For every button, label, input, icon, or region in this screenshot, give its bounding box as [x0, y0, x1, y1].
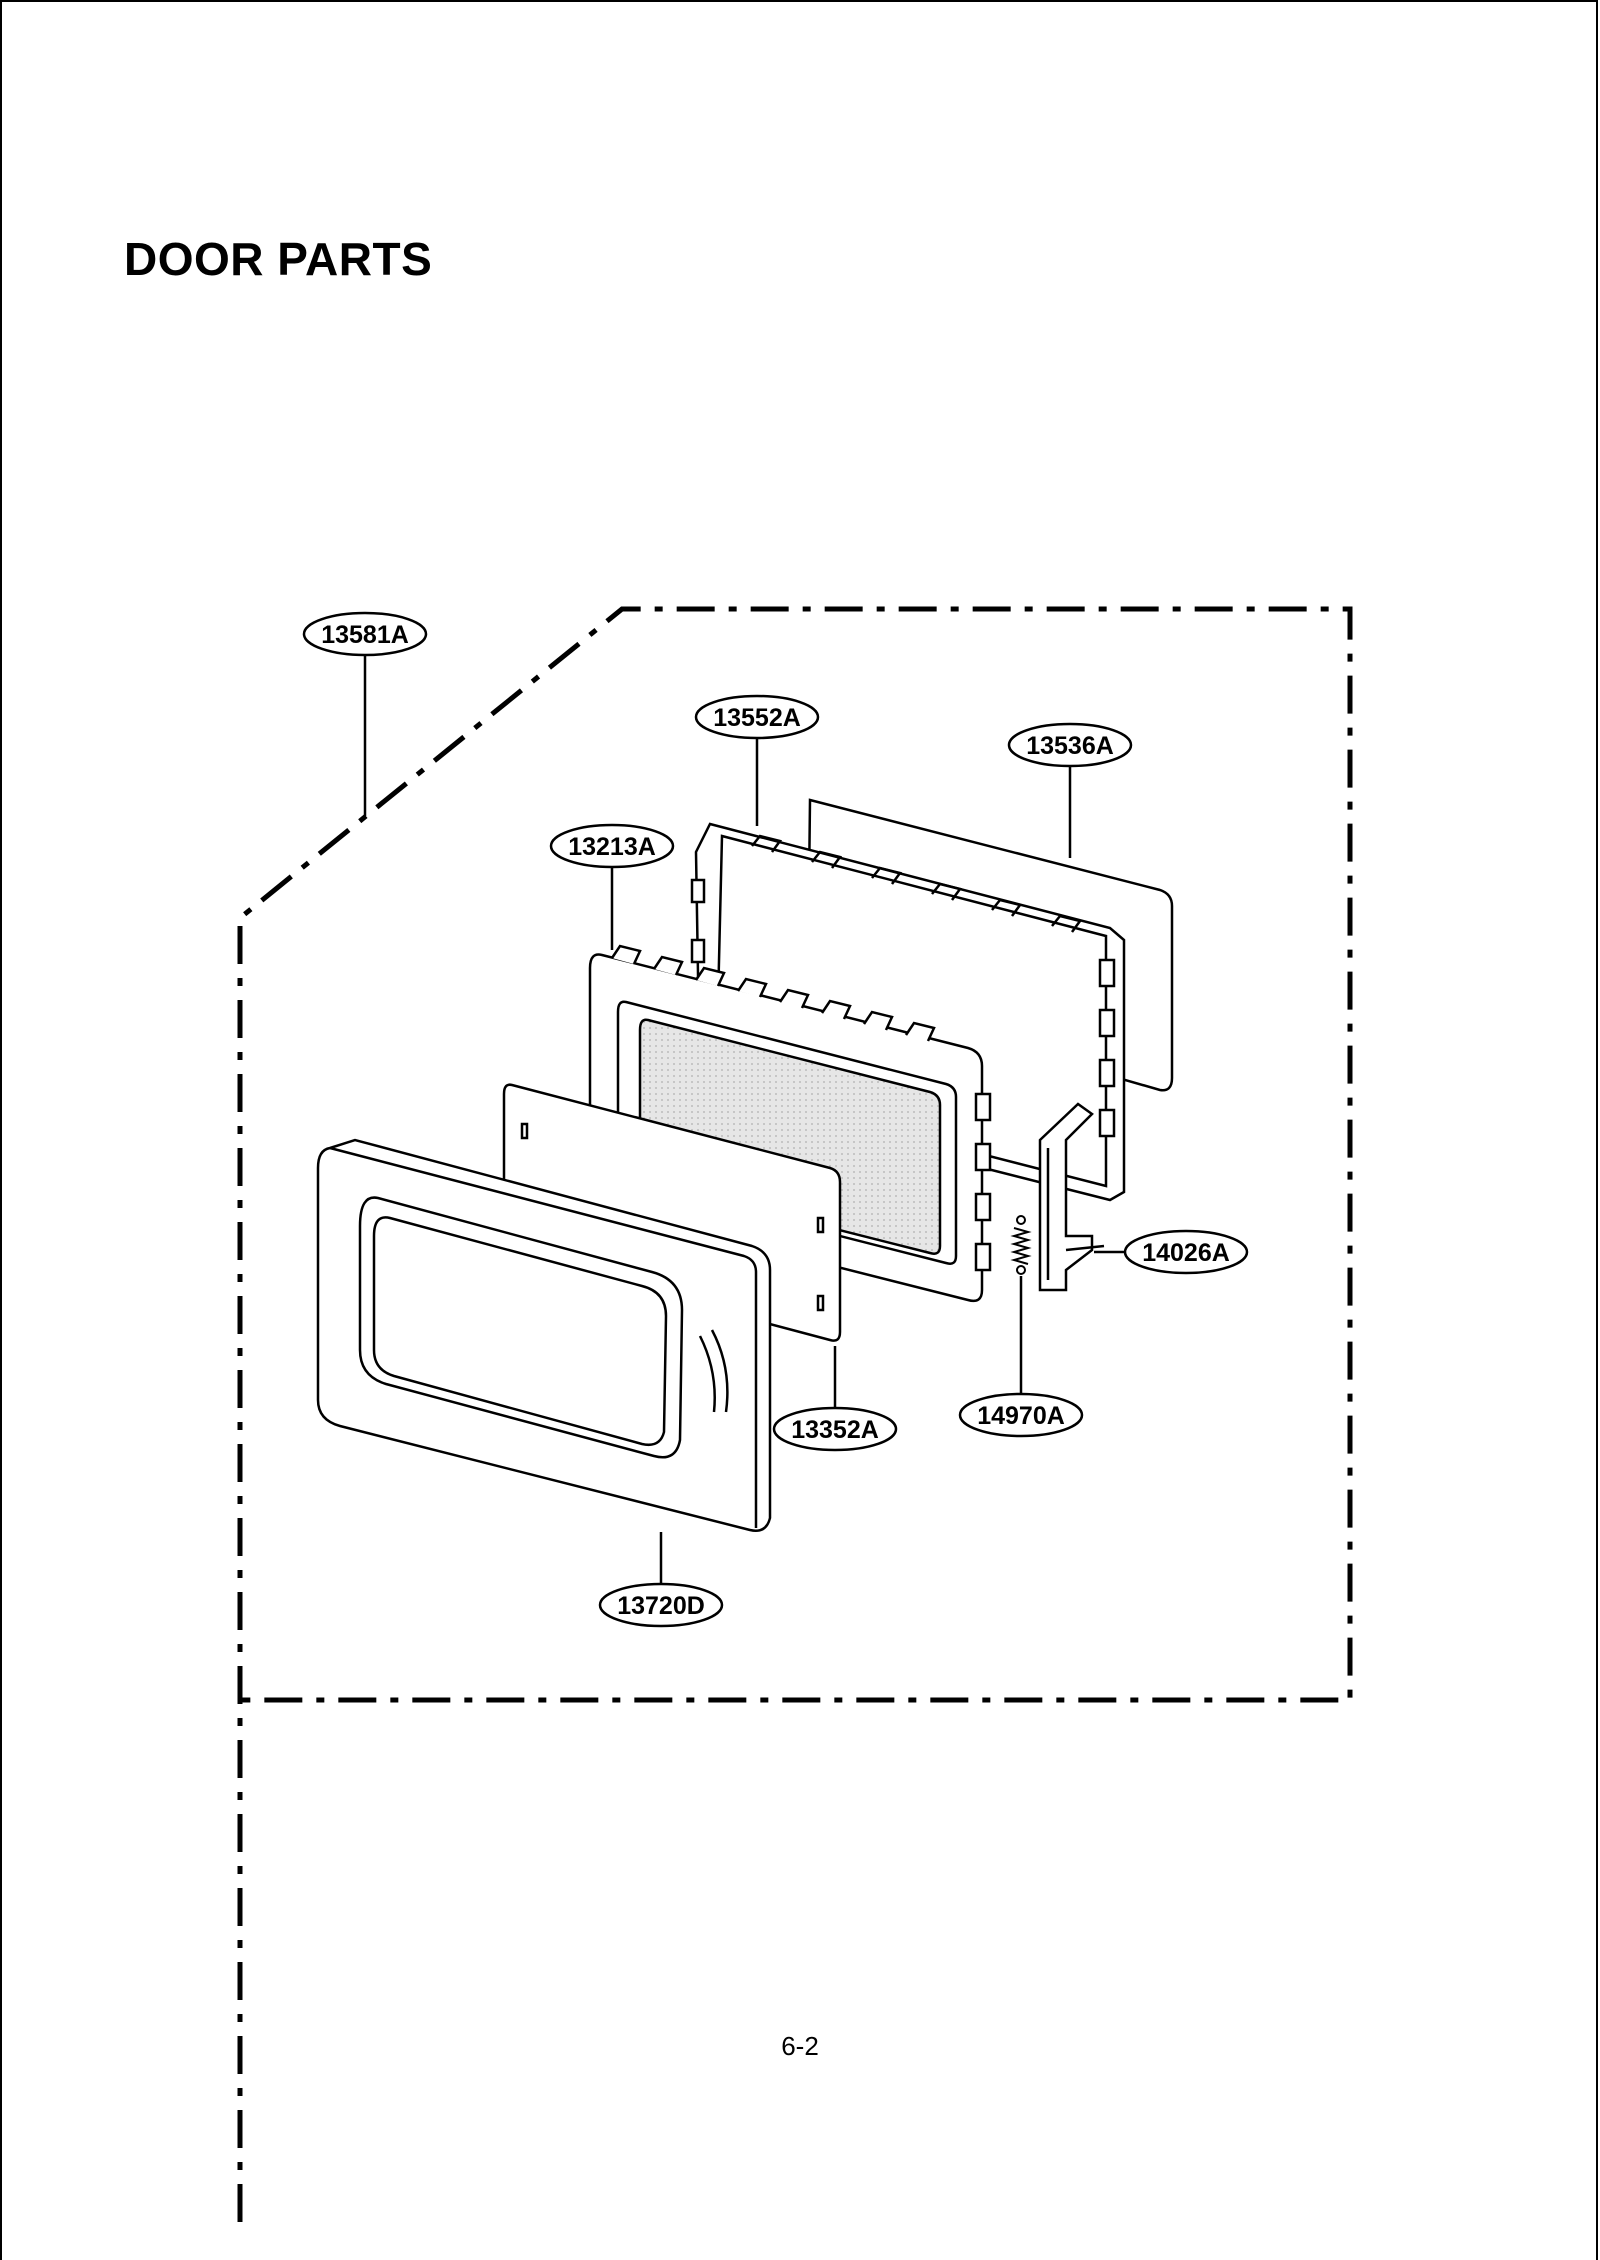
spring-part	[1010, 1215, 1032, 1275]
callout-label: 13720D	[617, 1592, 705, 1620]
assembly-boundary	[237, 606, 1353, 2222]
leader-lines	[363, 655, 1126, 1584]
callout-13581A[interactable]: 13581A	[302, 611, 428, 657]
callout-13536A[interactable]: 13536A	[1007, 722, 1133, 768]
latch-lever-part	[1038, 1102, 1105, 1292]
callout-13213A[interactable]: 13213A	[549, 823, 675, 869]
callout-label: 13213A	[568, 833, 656, 861]
door-panel-part	[316, 1138, 772, 1532]
callout-13352A[interactable]: 13352A	[772, 1406, 898, 1452]
callout-14970A[interactable]: 14970A	[958, 1392, 1084, 1438]
page-title: DOOR PARTS	[124, 233, 433, 285]
callout-label: 13552A	[713, 704, 801, 732]
callout-label: 13352A	[791, 1416, 879, 1444]
callout-label: 13581A	[321, 621, 409, 649]
callout-13552A[interactable]: 13552A	[694, 694, 820, 740]
callouts: 13581A 13552A 13536A 13213A 14026A 14970…	[302, 611, 1249, 1628]
page-number: 6-2	[781, 2031, 819, 2061]
callout-14026A[interactable]: 14026A	[1123, 1229, 1249, 1275]
callout-label: 14026A	[1142, 1239, 1230, 1267]
callout-label: 14970A	[977, 1402, 1065, 1430]
callout-13720D[interactable]: 13720D	[598, 1582, 724, 1628]
callout-label: 13536A	[1026, 732, 1114, 760]
